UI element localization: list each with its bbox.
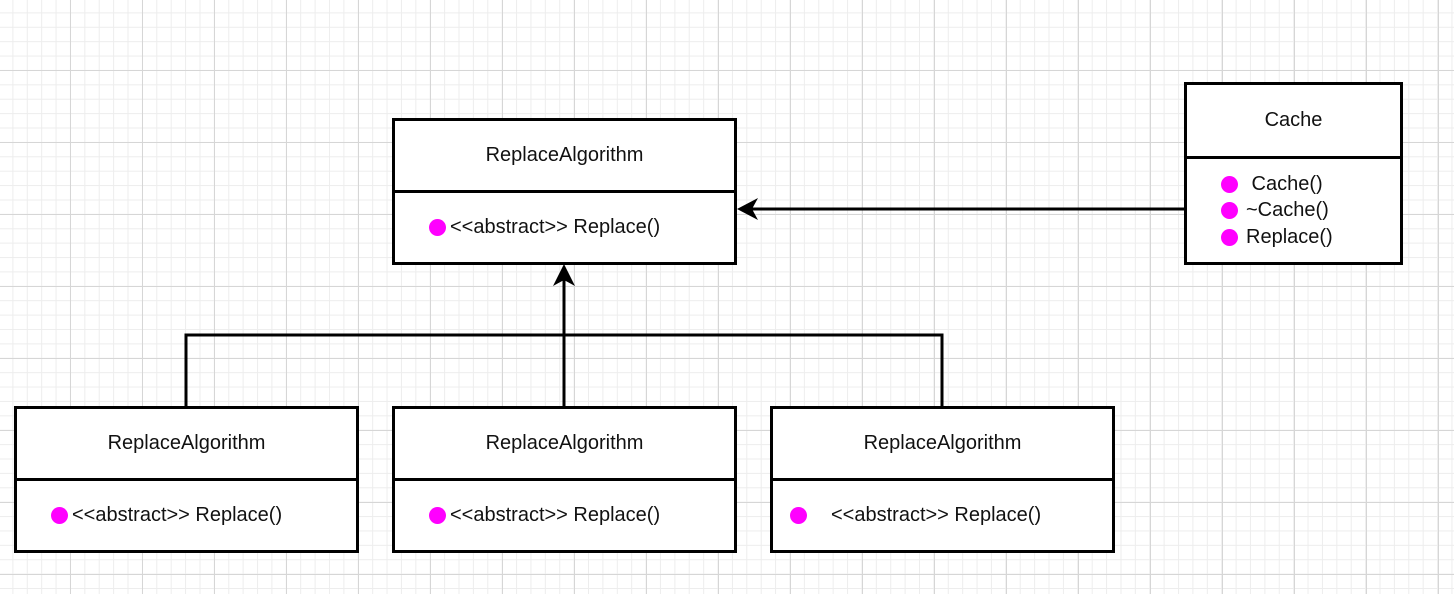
class-name: ReplaceAlgorithm	[395, 409, 734, 481]
public-method-icon	[51, 507, 68, 524]
class-name: ReplaceAlgorithm	[395, 121, 734, 193]
method-signature: <<abstract>> Replace()	[831, 504, 1042, 526]
class-replace-algorithm-sub-2[interactable]: ReplaceAlgorithm <<abstract>> Replace()	[392, 406, 737, 553]
class-methods: <<abstract>> Replace()	[773, 481, 1112, 550]
class-methods: <<abstract>> Replace()	[17, 481, 356, 550]
method-signature: Cache()	[1246, 172, 1323, 195]
branch-line	[184, 333, 944, 406]
class-name: Cache	[1187, 85, 1400, 159]
class-methods: <<abstract>> Replace()	[395, 481, 734, 550]
public-method-icon	[1221, 202, 1238, 219]
method-signature: <<abstract>> Replace()	[72, 504, 283, 526]
method-row: ~Cache()	[1221, 197, 1400, 224]
class-name: ReplaceAlgorithm	[17, 409, 356, 481]
method-row: <<abstract>> Replace()	[51, 504, 356, 527]
public-method-icon	[1221, 228, 1238, 246]
class-methods: <<abstract>> Replace()	[395, 193, 734, 262]
method-row: Replace()	[1221, 224, 1400, 251]
class-replace-algorithm-sub-1[interactable]: ReplaceAlgorithm <<abstract>> Replace()	[14, 406, 359, 553]
class-replace-algorithm-sub-3[interactable]: ReplaceAlgorithm <<abstract>> Replace()	[770, 406, 1115, 553]
method-signature: ~Cache()	[1246, 199, 1329, 222]
public-method-icon	[429, 507, 446, 524]
method-signature: <<abstract>> Replace()	[450, 216, 661, 238]
method-signature: <<abstract>> Replace()	[450, 504, 661, 526]
class-methods: Cache() ~Cache() Replace()	[1187, 159, 1400, 262]
cache-to-base-arrowhead	[737, 198, 758, 220]
public-method-icon	[429, 219, 446, 236]
public-method-icon	[1221, 175, 1238, 193]
class-cache[interactable]: Cache Cache() ~Cache() Replace()	[1184, 82, 1403, 265]
method-signature: Replace()	[1246, 225, 1333, 248]
method-row: Cache()	[1221, 171, 1400, 198]
class-replace-algorithm-base[interactable]: ReplaceAlgorithm <<abstract>> Replace()	[392, 118, 737, 265]
method-row: <<abstract>> Replace()	[790, 504, 1112, 527]
inheritance-arrowhead	[553, 264, 575, 286]
method-row: <<abstract>> Replace()	[429, 504, 734, 527]
public-method-icon	[790, 507, 807, 524]
class-name: ReplaceAlgorithm	[773, 409, 1112, 481]
method-row: <<abstract>> Replace()	[429, 216, 734, 239]
